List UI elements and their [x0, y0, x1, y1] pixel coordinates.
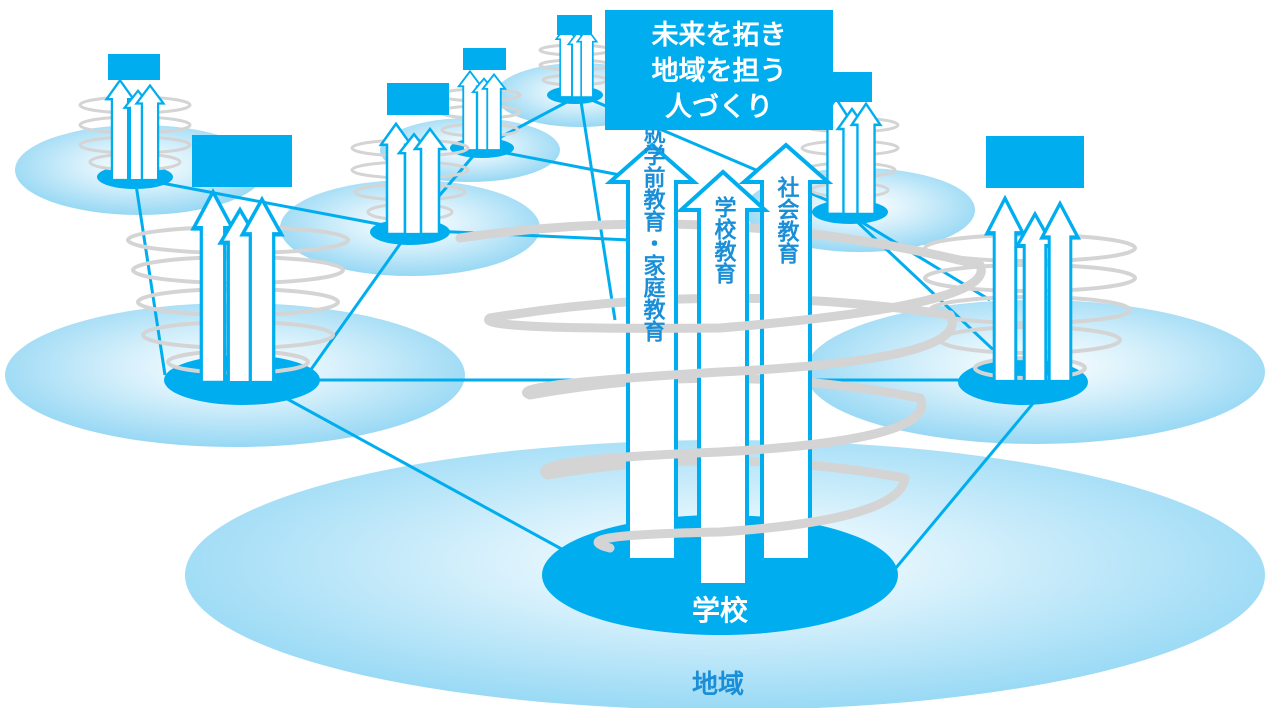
tower-right-large [923, 136, 1137, 382]
tower-top-center-label-box [557, 15, 592, 35]
arrow-preschool-family-label: 就学前教育・家庭教育 [640, 121, 666, 342]
tower-far-left-label-box [108, 54, 160, 80]
tower-top-center [538, 15, 612, 98]
title-box: 未来を拓き 地域を担う 人づくり [605, 10, 833, 130]
title-line-3: 人づくり [665, 92, 773, 123]
tower-right-large-label-box [986, 136, 1084, 188]
arrow-social [738, 142, 834, 562]
tower-left-large [126, 135, 350, 383]
arrow-school-label: 学校教育 [711, 195, 737, 284]
tower-far-left [78, 54, 192, 182]
title-line-2: 地域を担う [652, 56, 787, 87]
region-label: 地域 [692, 670, 744, 700]
title-line-1: 未来を拓き [652, 20, 787, 51]
arrow-school [675, 169, 771, 587]
tower-mid-left [438, 48, 522, 151]
tower-mid-left-label-box [463, 48, 506, 70]
tower-center-left-label-box [387, 83, 449, 115]
tower-center-left [350, 83, 470, 236]
central-spiral-front [484, 260, 986, 553]
tower-left-large-label-box [192, 135, 292, 187]
school-label: 学校 [692, 594, 749, 627]
arrow-social-label: 社会教育 [774, 175, 800, 264]
